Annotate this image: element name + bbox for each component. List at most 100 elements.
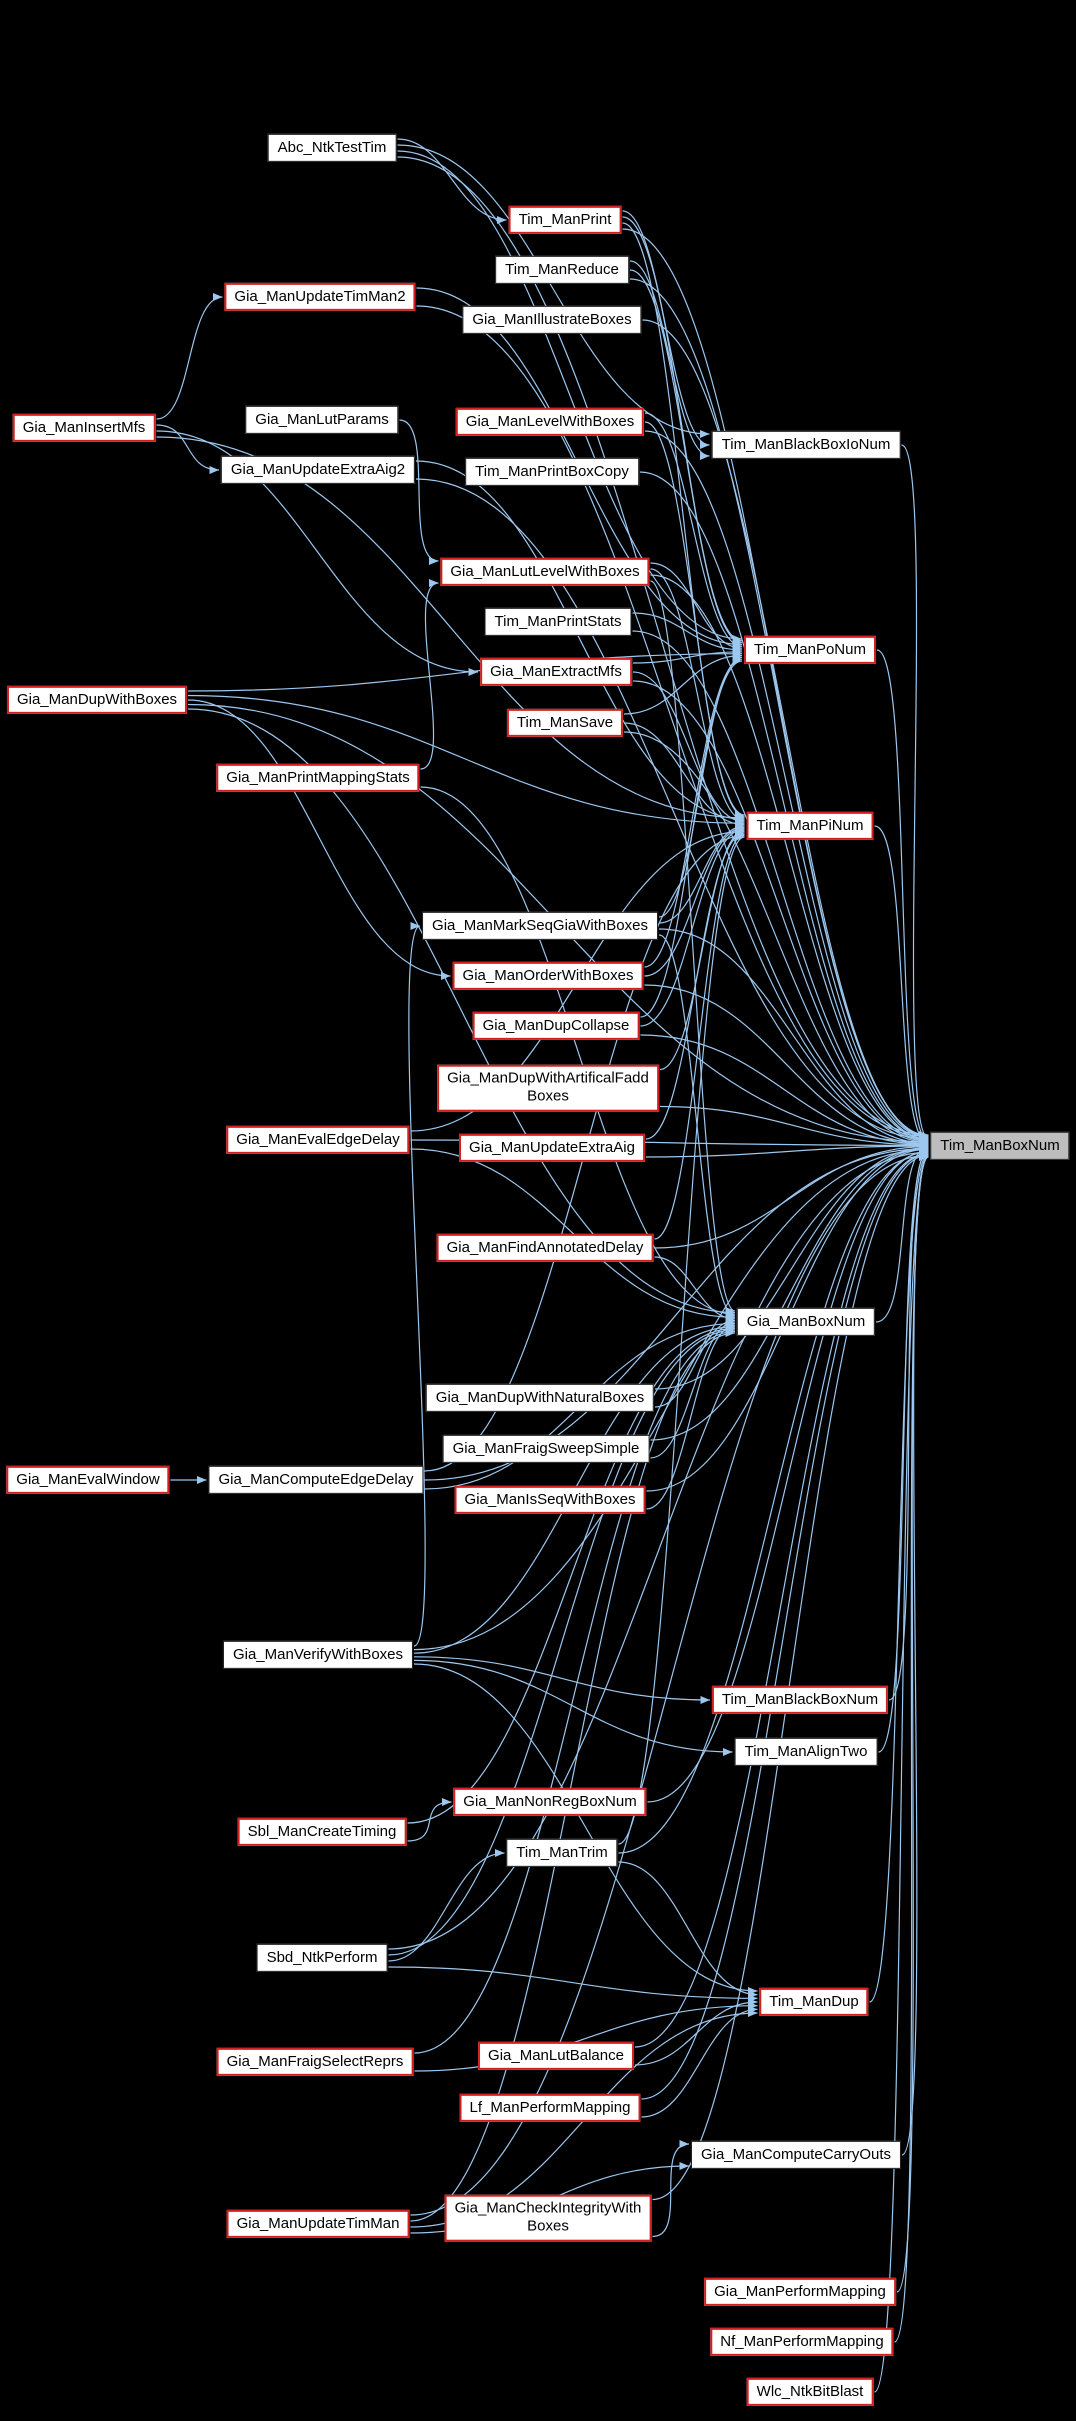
call-edge-TimManPrintStats-to-TimManBoxNum [632,630,929,1145]
call-edge-AbcNtkTestTim-to-TimManPrint [397,138,507,224]
call-edge-GiaManOrderWithBoxes-to-TimManPiNum [644,823,745,977]
call-edge-GiaManMarkSeqGiaWithBoxes-to-TimManPiNum [658,822,745,924]
graph-node-GiaManInsertMfs[interactable]: Gia_ManInsertMfs [12,413,156,443]
graph-node-GiaManComputeCarryOuts[interactable]: Gia_ManComputeCarryOuts [690,2140,902,2170]
graph-node-GiaManFraigSelectReprs[interactable]: Gia_ManFraigSelectReprs [216,2047,414,2077]
graph-node-GiaManDupWithBoxes[interactable]: Gia_ManDupWithBoxes [6,685,188,715]
graph-node-TimManReduce[interactable]: Tim_ManReduce [495,255,629,285]
graph-node-GiaManLutParams[interactable]: Gia_ManLutParams [245,405,399,435]
graph-node-GiaManBoxNum[interactable]: Gia_ManBoxNum [736,1307,876,1337]
graph-node-TimManBlackBoxNum[interactable]: Tim_ManBlackBoxNum [711,1685,889,1715]
graph-node-GiaManComputeEdgeDelay[interactable]: Gia_ManComputeEdgeDelay [208,1465,424,1495]
call-edge-GiaManDupWithBoxes-to-GiaManBoxNum [187,708,736,1317]
graph-node-TimManAlignTwo[interactable]: Tim_ManAlignTwo [734,1737,878,1767]
call-edge-GiaManUpdateExtraAig2-to-TimManBoxNum [415,478,929,1143]
graph-node-GiaManEvalEdgeDelay[interactable]: Gia_ManEvalEdgeDelay [226,1125,410,1155]
graph-node-GiaManUpdateTimMan2[interactable]: Gia_ManUpdateTimMan2 [224,282,416,312]
call-edge-GiaManDupCollapse-to-TimManBoxNum [640,1034,929,1149]
call-edge-GiaManDupCollapse-to-TimManPoNum [640,657,743,1018]
graph-node-GiaManDupWithArtificalFaddBoxes[interactable]: Gia_ManDupWithArtificalFadd Boxes [437,1064,659,1112]
graph-node-GiaManUpdateTimMan[interactable]: Gia_ManUpdateTimMan [226,2209,410,2239]
graph-node-SbdNtkPerform[interactable]: Sbd_NtkPerform [256,1943,388,1973]
call-edge-GiaManVerifyWithBoxes-to-TimManDup [413,1663,758,1995]
call-edge-TimManPiNum-to-TimManBoxNum [874,825,929,1147]
graph-node-GiaManIsSeqWithBoxes[interactable]: Gia_ManIsSeqWithBoxes [454,1485,646,1515]
call-edge-TimManPrint-to-TimManPoNum [622,216,743,645]
call-edge-GiaManIsSeqWithBoxes-to-GiaManBoxNum [646,1321,736,1510]
graph-node-TimManSave[interactable]: Tim_ManSave [506,708,624,738]
graph-node-GiaManUpdateExtraAig[interactable]: Gia_ManUpdateExtraAig [459,1133,645,1163]
call-edge-NfManPerformMapping-to-TimManBoxNum [894,1152,929,2343]
graph-node-GiaManCheckIntegrityWithBoxes[interactable]: Gia_ManCheckIntegrityWith Boxes [444,2194,652,2242]
call-edge-GiaManBoxNum-to-TimManBoxNum [875,1143,929,1323]
graph-node-TimManBoxNum: Tim_ManBoxNum [930,1131,1070,1161]
graph-node-TimManPrint[interactable]: Tim_ManPrint [508,205,622,235]
call-edge-SbdNtkPerform-to-TimManBoxNum [388,1148,929,1950]
call-edge-AbcNtkTestTim-to-TimManBlackBoxIoNum [397,144,710,438]
call-edge-TimManSave-to-TimManBoxNum [623,731,929,1147]
call-edge-TimManReduce-to-TimManBlackBoxIoNum [629,260,710,460]
call-edge-GiaManVerifyWithBoxes-to-TimManAlignTwo [413,1659,733,1756]
graph-node-GiaManIllustrateBoxes[interactable]: Gia_ManIllustrateBoxes [462,305,642,335]
graph-node-TimManTrim[interactable]: Tim_ManTrim [506,1838,618,1868]
call-edge-GiaManLevelWithBoxes-to-TimManPiNum [644,421,745,821]
call-edge-GiaManDupWithNaturalBoxes-to-GiaManBoxNum [654,1316,736,1408]
call-edge-TimManTrim-to-TimManPiNum [618,833,745,1845]
call-edge-AbcNtkTestTim-to-TimManPoNum [397,150,743,643]
graph-node-NfManPerformMapping[interactable]: Nf_ManPerformMapping [710,2327,894,2357]
graph-node-GiaManOrderWithBoxes[interactable]: Gia_ManOrderWithBoxes [452,961,644,991]
call-edge-TimManReduce-to-TimManPoNum [629,269,743,647]
call-edge-GiaManCheckIntegrityWithBoxes-to-TimManBoxNum [652,1150,929,2201]
graph-node-GiaManLutLevelWithBoxes[interactable]: Gia_ManLutLevelWithBoxes [440,557,650,587]
call-edge-GiaManFraigSelectReprs-to-GiaManBoxNum [414,1327,736,2054]
call-edge-SbdNtkPerform-to-GiaManBoxNum [388,1325,736,1956]
call-edge-TimManPrint-to-TimManBlackBoxIoNum [622,210,710,449]
graph-node-GiaManLutBalance[interactable]: Gia_ManLutBalance [478,2041,634,2071]
call-edge-GiaManUpdateTimMan2-to-TimManBoxNum [416,305,929,1141]
call-edge-GiaManDupWithArtificalFaddBoxes-to-TimManBoxNum [659,1105,929,1149]
graph-node-WlcNtkBitBlast[interactable]: Wlc_NtkBitBlast [746,2377,874,2407]
call-edge-GiaManVerifyWithBoxes-to-TimManBlackBoxNum [413,1656,711,1704]
call-edge-TimManPrintBoxCopy-to-TimManBoxNum [639,471,929,1144]
graph-node-GiaManMarkSeqGiaWithBoxes[interactable]: Gia_ManMarkSeqGiaWithBoxes [422,911,658,941]
graph-node-GiaManPerformMapping[interactable]: Gia_ManPerformMapping [704,2277,896,2307]
graph-node-GiaManDupCollapse[interactable]: Gia_ManDupCollapse [472,1011,640,1041]
call-edge-TimManBlackBoxNum-to-TimManBoxNum [888,1146,929,1701]
call-edge-SbdNtkPerform-to-TimManTrim [388,1849,505,1962]
graph-node-GiaManLevelWithBoxes[interactable]: Gia_ManLevelWithBoxes [455,407,645,437]
graph-node-GiaManPrintMappingStats[interactable]: Gia_ManPrintMappingStats [216,763,420,793]
graph-node-GiaManVerifyWithBoxes[interactable]: Gia_ManVerifyWithBoxes [222,1640,414,1670]
graph-node-GiaManExtractMfs[interactable]: Gia_ManExtractMfs [480,657,632,687]
call-edge-GiaManLutBalance-to-TimManBoxNum [634,1149,929,2048]
graph-node-TimManBlackBoxIoNum[interactable]: Tim_ManBlackBoxIoNum [711,430,901,460]
call-edge-GiaManLutLevelWithBoxes-to-GiaManBoxNum [650,580,736,1315]
graph-node-LfManPerformMapping[interactable]: Lf_ManPerformMapping [459,2093,641,2123]
graph-node-TimManPrintBoxCopy[interactable]: Tim_ManPrintBoxCopy [465,457,639,487]
call-edge-GiaManFindAnnotatedDelay-to-TimManPiNum [654,830,745,1240]
call-edge-TimManPrintStats-to-TimManPoNum [632,612,743,654]
graph-node-GiaManEvalWindow[interactable]: Gia_ManEvalWindow [6,1465,170,1495]
call-edge-GiaManUpdateExtraAig-to-TimManBoxNum [645,1142,929,1158]
call-edge-GiaManPrintMappingStats-to-GiaManLutLevelWithBoxes [420,579,439,770]
call-edge-GiaManFraigSweepSimple-to-GiaManBoxNum [650,1318,736,1459]
call-edge-GiaManNonRegBoxNum-to-TimManBoxNum [647,1147,929,1803]
graph-node-TimManPoNum[interactable]: Tim_ManPoNum [744,635,876,665]
graph-node-TimManPiNum[interactable]: Tim_ManPiNum [746,811,874,841]
graph-node-AbcNtkTestTim[interactable]: Abc_NtkTestTim [267,133,397,163]
graph-node-GiaManFraigSweepSimple[interactable]: Gia_ManFraigSweepSimple [442,1434,650,1464]
graph-node-GiaManUpdateExtraAig2[interactable]: Gia_ManUpdateExtraAig2 [220,455,416,485]
graph-node-GiaManDupWithNaturalBoxes[interactable]: Gia_ManDupWithNaturalBoxes [425,1383,655,1413]
graph-node-GiaManFindAnnotatedDelay[interactable]: Gia_ManFindAnnotatedDelay [436,1233,654,1263]
graph-node-TimManDup[interactable]: Tim_ManDup [759,1987,869,2017]
call-edge-TimManSave-to-TimManPoNum [623,651,743,715]
graph-node-SblManCreateTiming[interactable]: Sbl_ManCreateTiming [237,1817,407,1847]
call-edge-GiaManVerifyWithBoxes-to-GiaManMarkSeqGiaWithBoxes [408,922,426,1647]
call-edge-SblManCreateTiming-to-GiaManNonRegBoxNum [407,1798,452,1842]
call-edge-GiaManExtractMfs-to-TimManPoNum [632,647,743,664]
graph-node-GiaManNonRegBoxNum[interactable]: Gia_ManNonRegBoxNum [453,1787,647,1817]
graph-node-TimManPrintStats[interactable]: Tim_ManPrintStats [484,607,632,637]
call-edge-AbcNtkTestTim-to-TimManBoxNum [397,156,929,1139]
call-edge-GiaManPrintMappingStats-to-GiaManBoxNum [420,786,736,1319]
